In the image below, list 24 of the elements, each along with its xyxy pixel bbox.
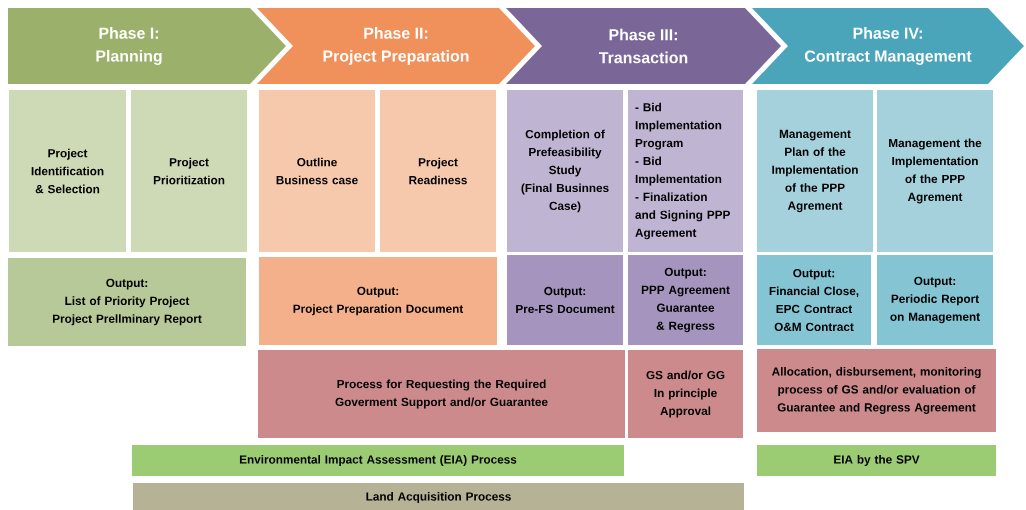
process-box: Environmental Impact Assessment (EIA) Process xyxy=(132,445,624,476)
process-box: GS and/or GG In principle Approval xyxy=(628,350,743,438)
process-box: Output: Periodic Report on Management xyxy=(877,255,993,345)
process-box: Output: Pre-FS Document xyxy=(507,255,623,345)
process-box: Management the Implementation of the PPP Agrement xyxy=(877,90,993,252)
phase-header: Phase II: Project Preparation xyxy=(257,8,535,84)
process-box: - Bid Implementation Program - Bid Implementation - Finalization and Signing PPP Agreement xyxy=(628,90,743,252)
process-box: Output: Project Preparation Document xyxy=(259,257,497,345)
phase-header: Phase IV: Contract Management xyxy=(752,8,1024,84)
process-box: Project Identification & Selection xyxy=(9,90,126,252)
process-box: Output: Financial Close, EPC Contract O&M Contract xyxy=(757,255,871,345)
process-box: Process for Requesting the Required Goverment Support and/or Guarantee xyxy=(258,350,625,438)
process-box: Completion of Prefeasibility Study (Final Businnes Case) xyxy=(507,90,623,252)
process-box: Project Prioritization xyxy=(131,90,247,252)
process-box: Project Readiness xyxy=(380,90,496,252)
process-box: Output: PPP Agreement Guarantee & Regress xyxy=(628,255,743,345)
process-box: Management Plan of the Implementation of the PPP Agrement xyxy=(757,90,873,252)
phase-header: Phase I: Planning xyxy=(8,8,286,84)
process-box: Allocation, disbursement, monitoring process of GS and/or evaluation of Guarantee and Regress Agreement xyxy=(757,349,996,432)
phase-header: Phase III: Transaction xyxy=(506,8,781,84)
process-box: EIA by the SPV xyxy=(757,445,996,476)
process-box: Land Acquisition Process xyxy=(133,483,744,510)
process-box: Outline Business case xyxy=(259,90,375,252)
process-box: Output: List of Priority Project Project Prellminary Report xyxy=(8,258,246,346)
